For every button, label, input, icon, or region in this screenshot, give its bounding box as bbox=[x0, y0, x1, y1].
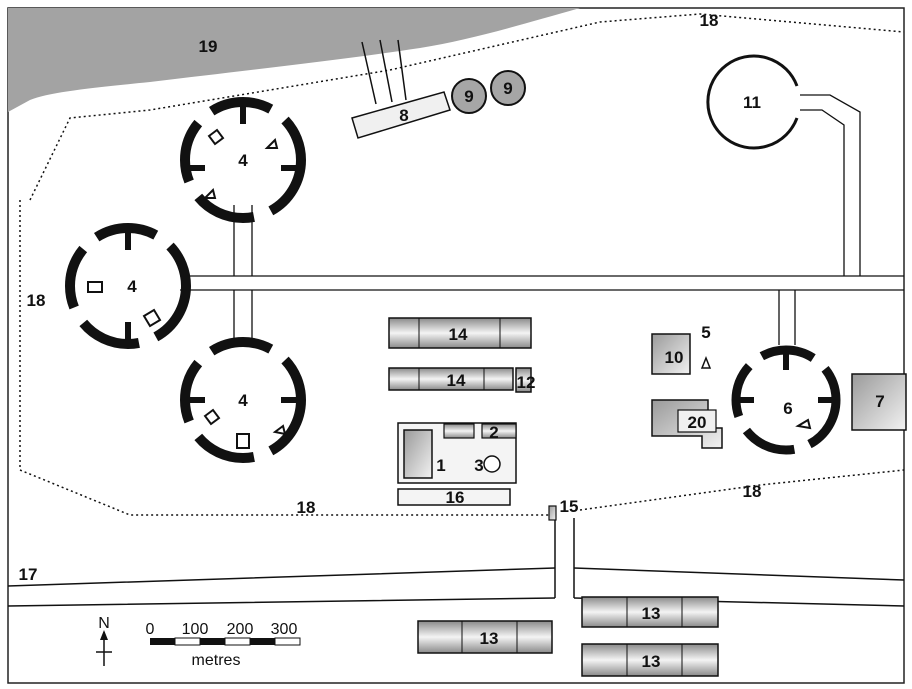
building-10: 10 bbox=[651, 333, 691, 375]
barracks-2: 13 bbox=[417, 620, 553, 654]
road-label: 17 bbox=[19, 565, 38, 584]
building-10-label: 10 bbox=[665, 348, 684, 367]
barracks-label: 13 bbox=[642, 652, 661, 671]
barracks-label: 13 bbox=[642, 604, 661, 623]
perimeter-label-w: 18 bbox=[27, 291, 46, 310]
tank-label: 3 bbox=[474, 456, 483, 475]
scale-tick-label: 200 bbox=[227, 621, 254, 638]
pad-label: 5 bbox=[701, 323, 710, 342]
main-road bbox=[7, 567, 905, 607]
launch-site-south: 4 bbox=[180, 337, 306, 463]
perimeter-label-se: 18 bbox=[743, 482, 762, 501]
silo-2: 9 bbox=[490, 70, 526, 106]
perimeter-fence bbox=[19, 13, 905, 516]
launch-pad-marker: 5 bbox=[700, 323, 712, 369]
control-label: 1 bbox=[436, 456, 445, 475]
building-20-label: 20 bbox=[688, 413, 707, 432]
launch-site-west: 4 bbox=[65, 223, 191, 349]
gate-label: 15 bbox=[560, 497, 579, 516]
internal-roads bbox=[180, 94, 904, 345]
silo-label: 9 bbox=[464, 87, 473, 106]
perimeter-label-s: 18 bbox=[297, 498, 316, 517]
building-7-label: 7 bbox=[875, 392, 884, 411]
launch-site-north: 4 bbox=[180, 97, 306, 223]
launch-site-label: 4 bbox=[127, 277, 137, 296]
barracks-3: 13 bbox=[581, 643, 719, 677]
launch-site-label: 4 bbox=[238, 151, 248, 170]
building-20: 20 bbox=[651, 399, 723, 449]
scale-tick-label: 100 bbox=[182, 621, 209, 638]
launch-site-label: 4 bbox=[238, 391, 248, 410]
barracks-label: 13 bbox=[480, 629, 499, 648]
north-arrow: N bbox=[96, 615, 112, 666]
scale-tick-label: 0 bbox=[146, 621, 155, 638]
north-label: N bbox=[98, 615, 110, 632]
scale-tick-label: 300 bbox=[271, 621, 298, 638]
perimeter-label-ne: 18 bbox=[700, 11, 719, 30]
hangar-1: 14 bbox=[388, 317, 532, 349]
scale-bar: 0 100 200 300 metres bbox=[146, 621, 301, 669]
silo-1: 9 bbox=[451, 78, 487, 114]
assembly-site-label: 6 bbox=[783, 399, 792, 418]
sea-label: 19 bbox=[199, 37, 218, 56]
building-12-label: 12 bbox=[517, 373, 536, 392]
hangar-2: 14 bbox=[388, 367, 514, 391]
barracks-1: 13 bbox=[581, 596, 719, 628]
assembly-site: 6 bbox=[731, 345, 841, 455]
jetty: 8 bbox=[351, 39, 451, 139]
building-7: 7 bbox=[851, 373, 907, 431]
sea-area bbox=[8, 8, 580, 112]
hangar-label: 14 bbox=[447, 371, 466, 390]
silo-label: 9 bbox=[503, 79, 512, 98]
hangar-label: 14 bbox=[449, 325, 468, 344]
helipad-label: 11 bbox=[743, 93, 761, 112]
jetty-label: 8 bbox=[399, 106, 408, 125]
access-road bbox=[554, 518, 575, 598]
store-label: 2 bbox=[489, 423, 498, 442]
building-12: 12 bbox=[515, 367, 536, 393]
gate-post bbox=[548, 505, 557, 521]
building-16: 16 bbox=[397, 488, 511, 507]
control-complex: 1 2 3 bbox=[397, 422, 517, 484]
helipad-ring bbox=[706, 54, 799, 150]
scale-unit-label: metres bbox=[192, 652, 241, 669]
building-16-label: 16 bbox=[446, 488, 465, 507]
